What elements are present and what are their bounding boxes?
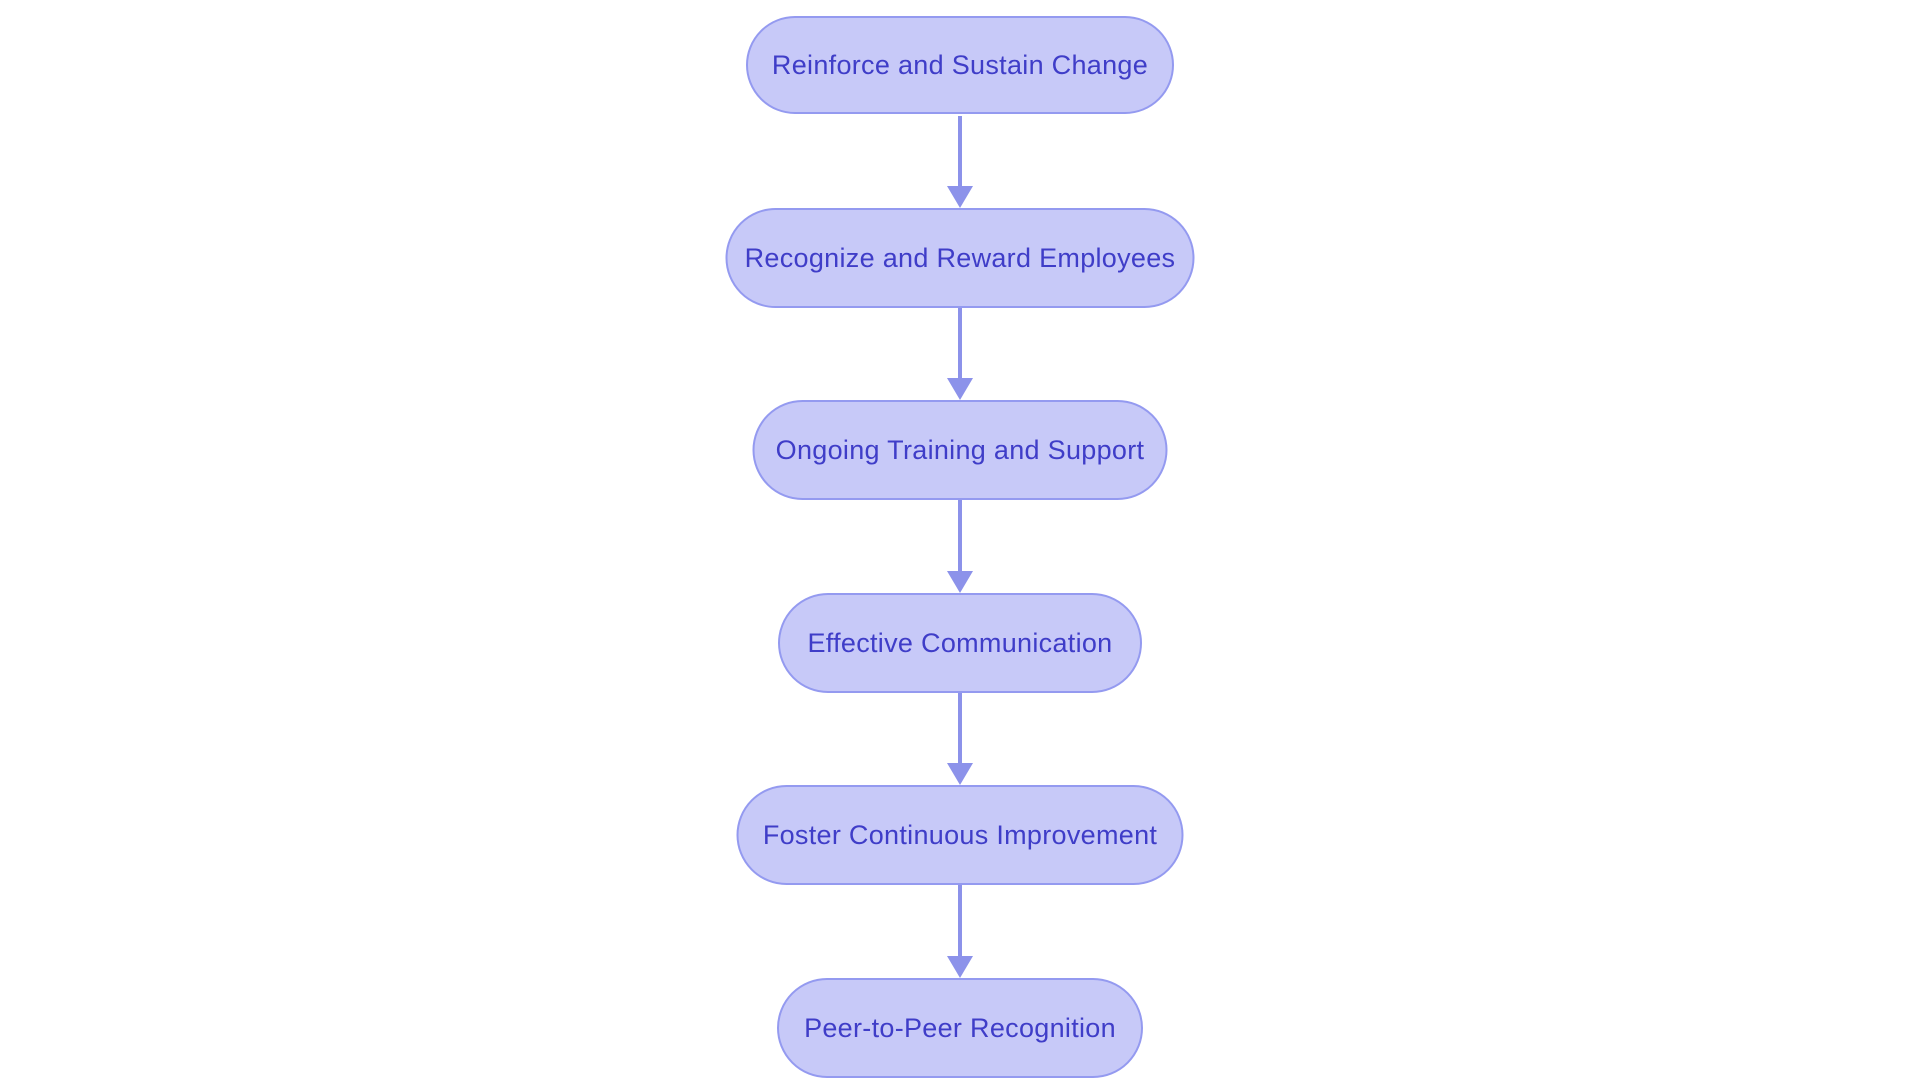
flow-node-foster-continuous-improvement: Foster Continuous Improvement — [736, 785, 1184, 885]
flow-node-label: Recognize and Reward Employees — [744, 242, 1176, 273]
arrow-head-icon — [947, 378, 973, 400]
connector-arrow-3 — [947, 500, 973, 593]
arrow-head-icon — [947, 571, 973, 593]
arrow-head-icon — [947, 956, 973, 978]
flow-node-label: Foster Continuous Improvement — [762, 819, 1158, 850]
arrow-line — [958, 116, 962, 186]
flow-node-reinforce-sustain-change: Reinforce and Sustain Change — [746, 16, 1174, 114]
arrow-line — [958, 885, 962, 956]
arrow-line — [958, 693, 962, 763]
flow-node-label: Peer-to-Peer Recognition — [804, 1012, 1116, 1043]
connector-arrow-1 — [947, 116, 973, 208]
arrow-head-icon — [947, 186, 973, 208]
connector-arrow-2 — [947, 308, 973, 400]
flow-node-recognize-reward-employees: Recognize and Reward Employees — [725, 208, 1195, 308]
connector-arrow-5 — [947, 885, 973, 978]
flow-node-label: Effective Communication — [807, 627, 1113, 658]
arrow-line — [958, 308, 962, 378]
flow-node-label: Reinforce and Sustain Change — [771, 49, 1149, 80]
arrow-line — [958, 500, 962, 571]
flow-node-effective-communication: Effective Communication — [778, 593, 1142, 693]
arrow-head-icon — [947, 763, 973, 785]
flow-node-label: Ongoing Training and Support — [775, 434, 1145, 465]
flow-node-peer-to-peer-recognition: Peer-to-Peer Recognition — [777, 978, 1143, 1078]
flow-node-ongoing-training-support: Ongoing Training and Support — [752, 400, 1168, 500]
connector-arrow-4 — [947, 693, 973, 785]
